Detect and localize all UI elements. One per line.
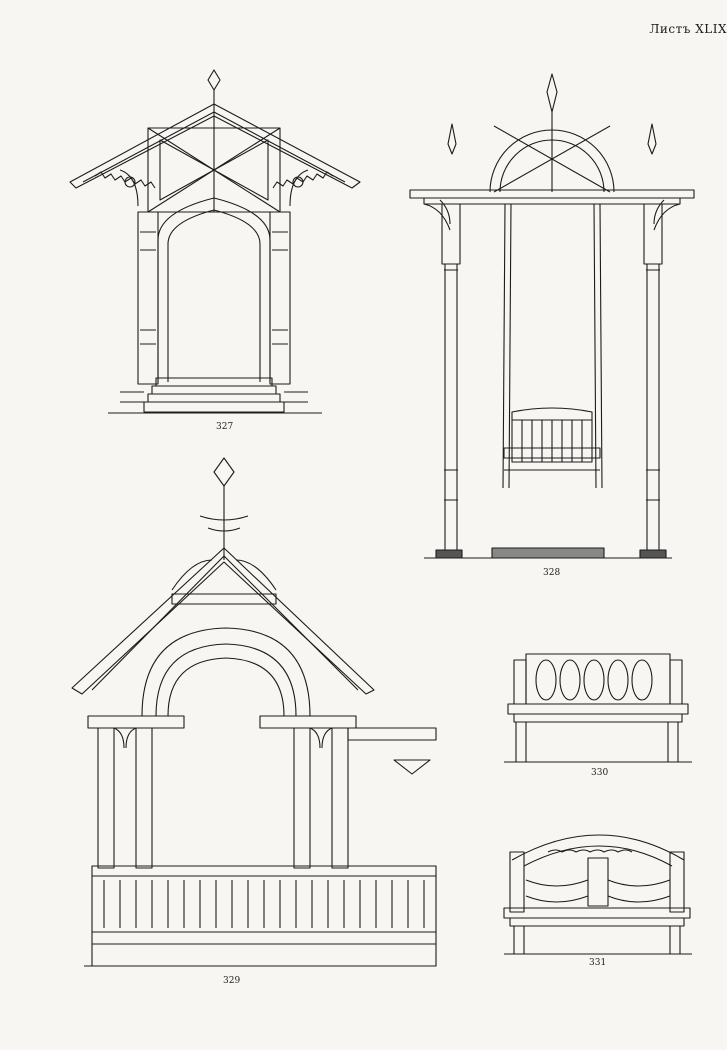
figure-number-330: 330 — [591, 768, 609, 778]
figure-328-swing-drawing — [409, 73, 695, 559]
figure-330-bench-drawing — [504, 653, 692, 763]
figure-number-328: 328 — [543, 568, 561, 578]
figure-331-bench-drawing — [503, 834, 692, 955]
figure-number-327: 327 — [216, 422, 234, 432]
figure-number-329: 329 — [223, 976, 241, 986]
figure-number-331: 331 — [589, 958, 607, 968]
sheet-label: Листъ XLIX — [649, 22, 727, 36]
figure-327-porch-drawing — [69, 69, 361, 414]
figure-329-pavilion-drawing — [71, 457, 437, 967]
